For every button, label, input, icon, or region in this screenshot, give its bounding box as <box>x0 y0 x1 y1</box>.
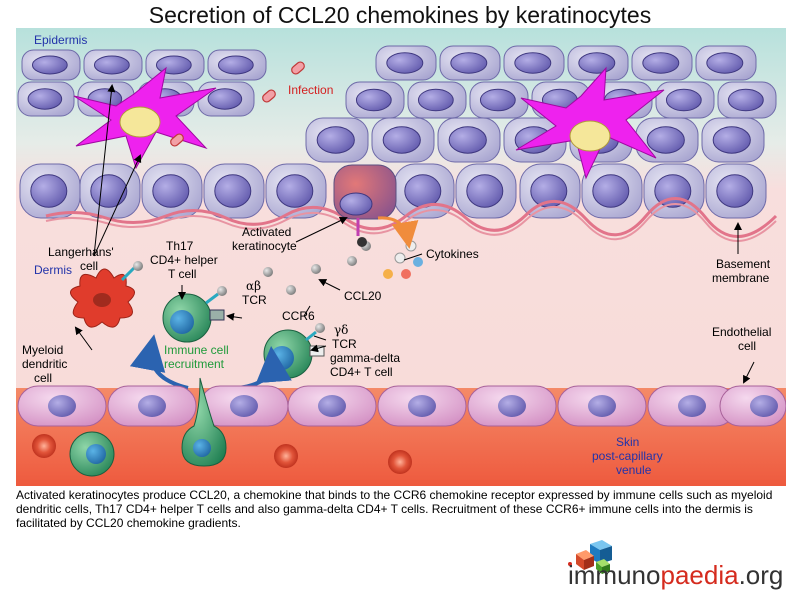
label-myeloid-3: cell <box>34 371 52 385</box>
endothelial-cell <box>287 385 377 427</box>
label-cytokines: Cytokines <box>426 247 479 261</box>
logo: immunopaedia.org <box>568 560 783 591</box>
label-dermis: Dermis <box>34 263 72 277</box>
langerhans-cell-left <box>73 66 217 170</box>
keratinocyte <box>345 81 405 119</box>
endothelial-cell <box>17 385 107 427</box>
keratinocyte <box>203 163 265 219</box>
keratinocyte <box>145 49 205 81</box>
keratinocyte <box>207 49 267 81</box>
keratinocyte <box>695 45 757 81</box>
endothelial-layer <box>17 385 786 427</box>
secretion-arrow <box>377 216 419 249</box>
activated-keratinocyte <box>333 164 397 220</box>
label-endo-2: cell <box>738 339 756 353</box>
diagram: Epidermis Dermis Infection Langerhans' c… <box>16 28 786 486</box>
label-activated-2: keratinocyte <box>232 239 297 253</box>
label-th17-2: CD4+ helper <box>150 253 218 267</box>
logo-part-1: immuno <box>568 560 661 590</box>
label-gd-2: CD4+ T cell <box>330 365 393 379</box>
keratinocyte <box>17 81 75 117</box>
label-pointers <box>74 84 755 384</box>
extravasating-cell <box>181 377 227 467</box>
keratinocyte <box>503 45 565 81</box>
keratinocyte <box>635 117 699 163</box>
keratinocyte <box>21 49 81 81</box>
ccl20-particles <box>263 256 357 295</box>
label-venule-2: post-capillary <box>592 449 663 463</box>
label-venule-3: venule <box>616 463 652 477</box>
th17-cell <box>162 286 227 343</box>
label-th17-3: T cell <box>168 267 196 281</box>
keratinocyte <box>469 81 529 119</box>
keratinocyte <box>375 45 437 81</box>
keratinocyte <box>439 45 501 81</box>
label-epidermis: Epidermis <box>34 33 87 47</box>
label-activated-1: Activated <box>242 225 291 239</box>
label-infection: Infection <box>288 83 333 97</box>
endothelial-cell <box>467 385 557 427</box>
red-blood-cells <box>32 434 412 474</box>
label-ab: αβ <box>246 279 261 293</box>
keratinocyte <box>437 117 501 163</box>
keratinocyte <box>631 45 693 81</box>
endothelial-cell <box>557 385 647 427</box>
keratinocyte <box>141 163 203 219</box>
label-myeloid-2: dendritic <box>22 357 67 371</box>
endothelial-cell <box>647 385 737 427</box>
infection-bacteria <box>170 61 305 147</box>
label-gd-1: gamma-delta <box>330 351 400 365</box>
keratinocyte <box>19 163 81 219</box>
myeloid-dendritic-cell <box>70 261 143 328</box>
keratinocyte <box>717 81 777 119</box>
label-recruit-2: recruitment <box>164 357 225 371</box>
basement-membrane <box>45 197 778 238</box>
label-endo-1: Endothelial <box>712 325 771 339</box>
keratinocyte <box>567 45 629 81</box>
keratinocyte <box>407 81 467 119</box>
endothelial-cell <box>719 385 786 427</box>
keratinocyte <box>701 117 765 163</box>
keratinocyte <box>393 163 455 219</box>
endothelial-cell <box>107 385 197 427</box>
keratinocyte <box>305 117 369 163</box>
keratinocyte <box>705 163 767 219</box>
label-venule-1: Skin <box>616 435 639 449</box>
keratinocyte <box>519 163 581 219</box>
keratinocyte-layer <box>17 45 777 219</box>
label-basement-1: Basement <box>716 257 771 271</box>
langerhans-cell-right <box>515 66 665 180</box>
label-basement-2: membrane <box>712 271 770 285</box>
label-recruit-1: Immune cell <box>164 343 229 357</box>
label-langerhans: Langerhans' <box>48 245 114 259</box>
keratinocyte <box>455 163 517 219</box>
keratinocyte <box>79 163 141 219</box>
label-myeloid-1: Myeloid <box>22 343 63 357</box>
label-ccr6: CCR6 <box>282 309 315 323</box>
endothelial-cell <box>377 385 467 427</box>
keratinocyte <box>83 49 143 81</box>
keratinocyte <box>265 163 327 219</box>
label-th17-1: Th17 <box>166 239 194 253</box>
label-gd: γδ <box>334 323 348 337</box>
recruitment-arrow-left <box>129 334 189 390</box>
label-tcr-ab: TCR <box>242 293 267 307</box>
page-title: Secretion of CCL20 chemokines by keratin… <box>148 2 652 28</box>
logo-part-2: paedia <box>660 560 739 590</box>
keratinocyte <box>371 117 435 163</box>
keratinocyte <box>197 81 255 117</box>
blood-monocyte <box>69 431 115 477</box>
endothelial-cell <box>199 385 289 427</box>
figure-caption: Activated keratinocytes produce CCL20, a… <box>16 488 773 530</box>
logo-cubes-icon <box>568 540 612 574</box>
keratinocyte <box>655 81 715 119</box>
label-langerhans-cell: cell <box>80 259 98 273</box>
label-tcr-gd: TCR <box>332 337 357 351</box>
logo-part-3: .org <box>738 560 784 590</box>
keratinocyte <box>581 163 643 219</box>
label-ccl20: CCL20 <box>344 289 382 303</box>
